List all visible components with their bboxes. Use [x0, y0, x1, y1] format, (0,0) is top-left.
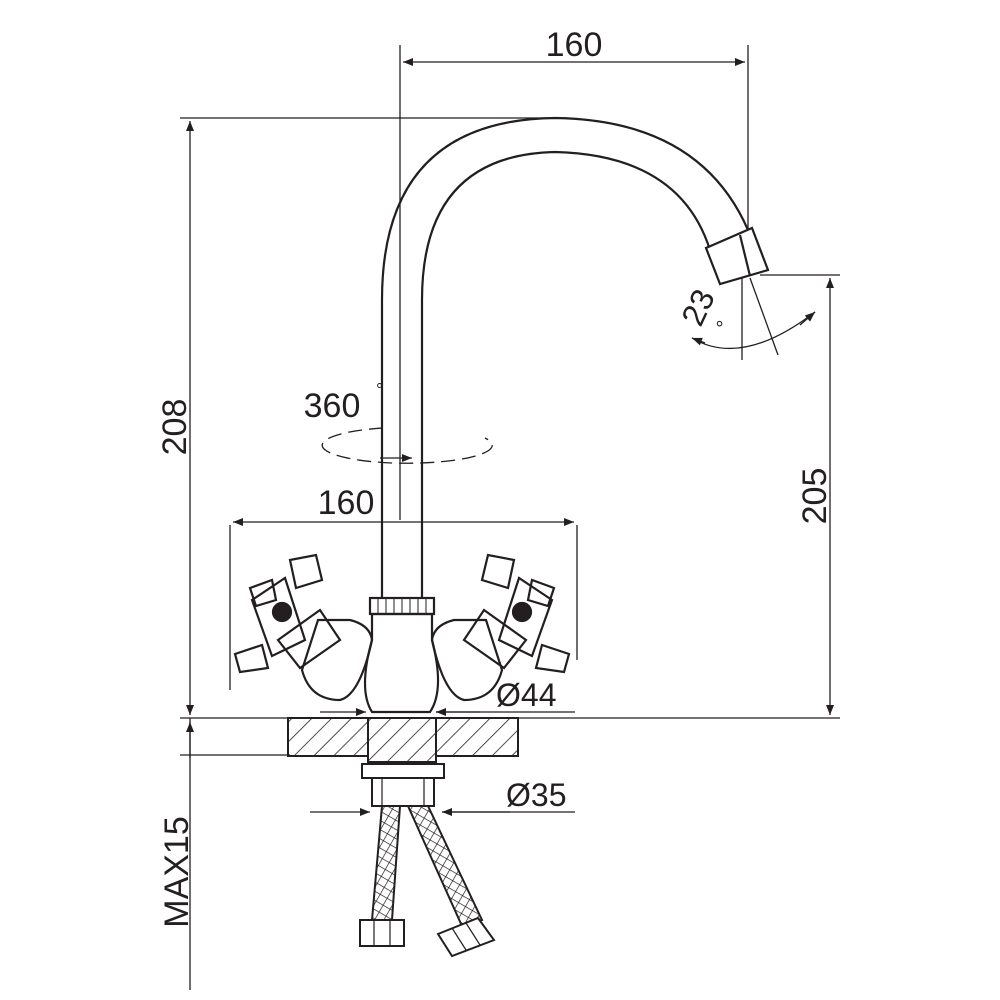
aerator-seam [738, 234, 752, 277]
supply-hoses [359, 805, 496, 958]
right-handle-arm-bottom [534, 643, 571, 674]
handle-span-label: 160 [318, 484, 375, 522]
spout-reach-label: 160 [546, 26, 603, 64]
spout-inner-edge [420, 150, 712, 598]
left-handle-arm-left [248, 578, 278, 608]
tilt-arrow-left [691, 337, 706, 346]
rotation-label: 360 [304, 387, 361, 425]
spout-height-label: 205 [796, 468, 834, 525]
rotation-indicator [321, 427, 493, 464]
dimension-lines [180, 45, 840, 990]
mounting-nut [361, 763, 445, 779]
right-valve [430, 553, 571, 702]
tilt-angle-indicator [691, 275, 816, 360]
right-valve-neck [462, 608, 528, 670]
rotation-ellipse [321, 427, 493, 464]
countertop-section [287, 717, 519, 807]
tilt-degree-unit: ° [713, 318, 736, 335]
left-handle-arm-top [288, 553, 324, 590]
hose-left-fitting [359, 919, 405, 947]
left-valve-neck [276, 608, 342, 670]
faucet-body [363, 612, 440, 714]
left-handle-arm-bottom [233, 643, 270, 674]
tilt-arc [691, 311, 816, 350]
faucet [233, 116, 770, 714]
right-handle-arm-top [480, 553, 516, 590]
mounting-washer [371, 777, 435, 807]
total-height-label: 208 [156, 399, 194, 456]
aerator [704, 226, 770, 286]
left-valve [233, 553, 374, 702]
mounting-shank [367, 717, 437, 763]
left-valve-body [300, 618, 374, 702]
countertop-left [287, 717, 369, 757]
tilt-arrow-right [799, 311, 816, 326]
hose-right-fitting [436, 916, 496, 958]
right-handle-arm-right [526, 578, 556, 608]
spout-outer-edge [380, 116, 750, 598]
rotation-degree-unit: ° [376, 380, 383, 400]
countertop-right [435, 717, 519, 757]
shank-diameter-label: Ø35 [506, 777, 566, 813]
left-handle-cap [271, 601, 293, 623]
right-valve-body [430, 618, 504, 702]
hose-right [406, 805, 484, 928]
right-handle-cap [511, 601, 533, 623]
hose-left [370, 805, 402, 921]
max-counter-label: MAX15 [158, 816, 196, 928]
dimension-labels: 160 160 208 205 MAX15 360 ° 23 ° Ø44 Ø35 [156, 26, 834, 928]
base-diameter-label: Ø44 [496, 677, 556, 713]
tilt-axis-angled [749, 277, 779, 356]
